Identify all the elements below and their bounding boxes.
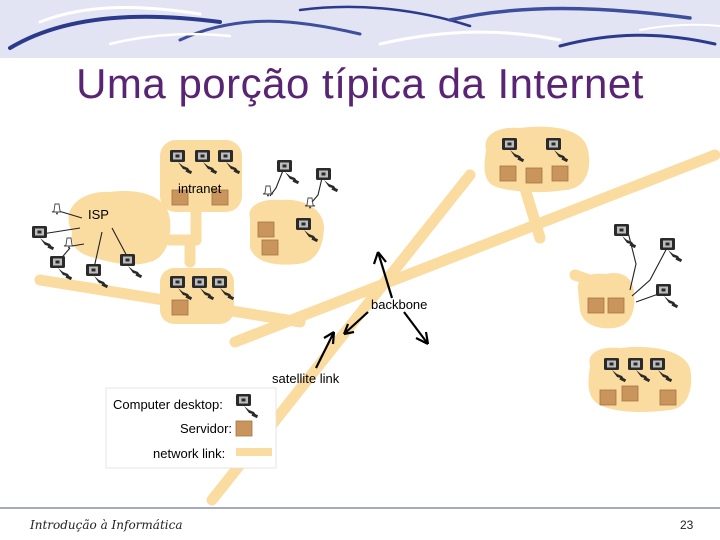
right-mid-cloud	[578, 273, 635, 328]
bottom-right-cloud	[588, 347, 691, 412]
legend-link-label: network link:	[153, 446, 225, 461]
isp-cloud	[68, 191, 170, 265]
intranet-cloud	[160, 140, 242, 212]
header-banner	[0, 0, 720, 58]
footer-divider	[0, 507, 720, 509]
legend-server-label: Servidor:	[180, 421, 232, 436]
page-number: 23	[680, 518, 693, 532]
slide-title: Uma porção típica da Internet	[0, 60, 720, 108]
intranet-label: intranet	[178, 181, 221, 196]
top-right-cloud	[484, 127, 589, 192]
backbone-label: backbone	[371, 297, 427, 312]
legend-desktop-label: Computer desktop:	[113, 397, 223, 412]
middle-cloud	[160, 268, 234, 324]
center-cloud	[249, 200, 324, 265]
satellite-link-label: satellite link	[272, 371, 339, 386]
footer-text: Introdução à Informática	[30, 518, 182, 532]
isp-label: ISP	[88, 207, 109, 222]
